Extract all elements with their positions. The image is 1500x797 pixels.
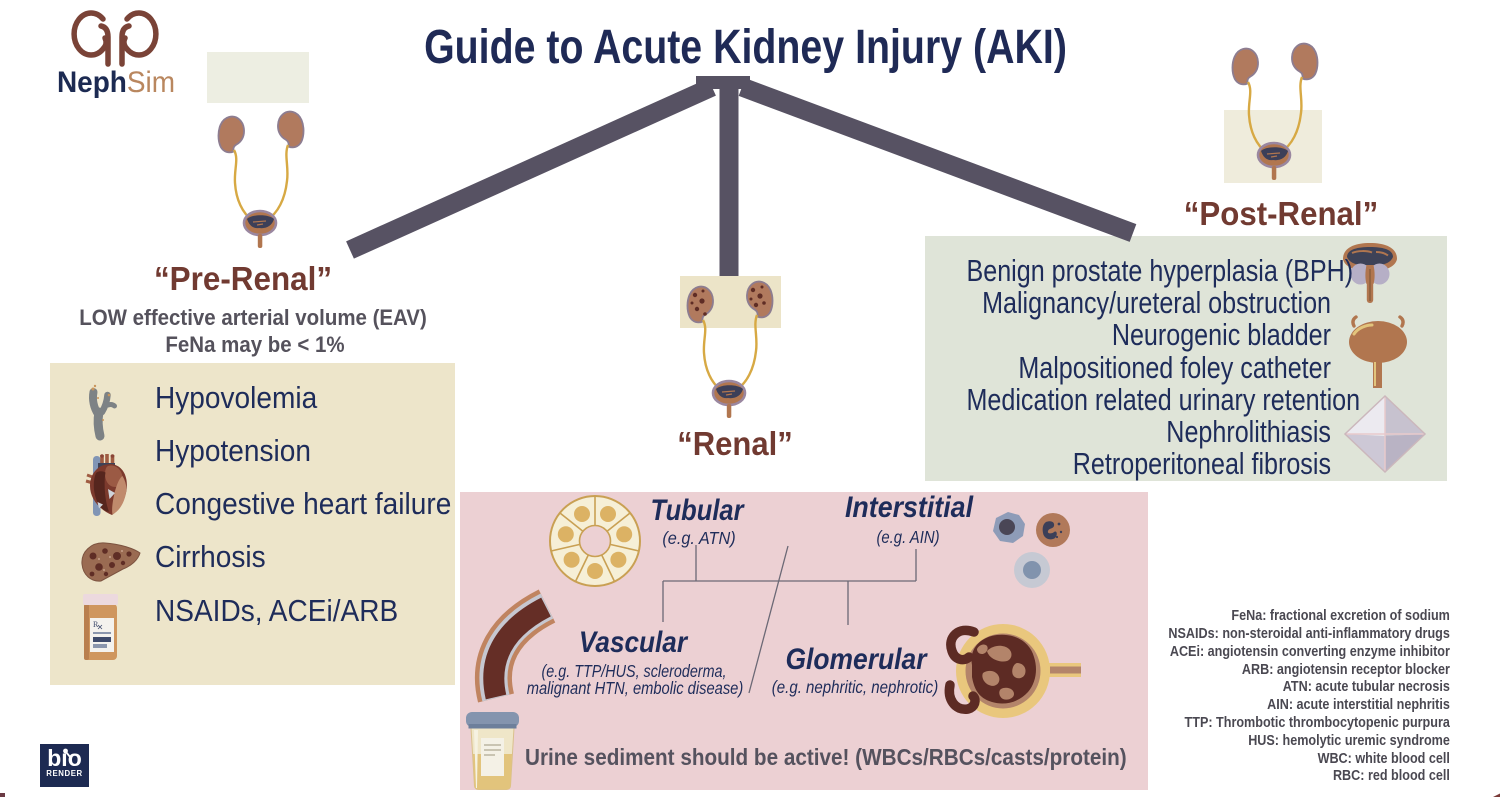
svg-text:R: R (93, 620, 99, 629)
